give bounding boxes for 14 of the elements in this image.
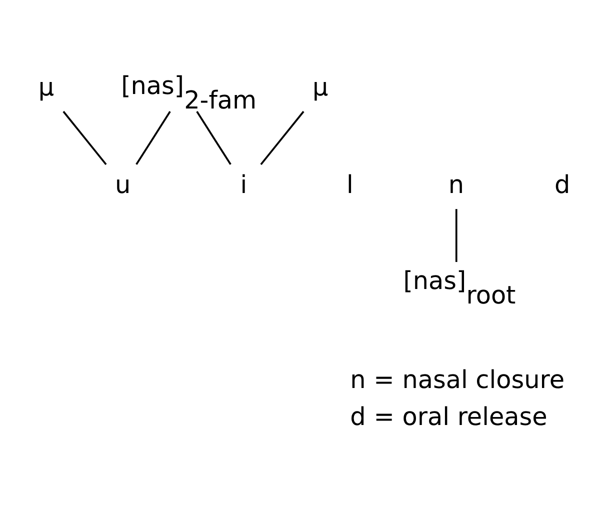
- label: n = nasal closure: [350, 364, 565, 394]
- connector: [136, 110, 171, 164]
- node-text: u: [114, 169, 131, 198]
- node-text: d: [554, 169, 570, 198]
- node-text: n: [448, 169, 464, 198]
- node-text: l: [346, 169, 354, 198]
- connector: [196, 110, 232, 164]
- node-text: i: [240, 169, 248, 198]
- connector: [260, 110, 304, 165]
- node-text: μ: [38, 72, 54, 101]
- label: d = oral release: [350, 402, 548, 431]
- connector: [62, 110, 107, 165]
- connector: [455, 208, 458, 262]
- node-text: μ: [312, 72, 328, 101]
